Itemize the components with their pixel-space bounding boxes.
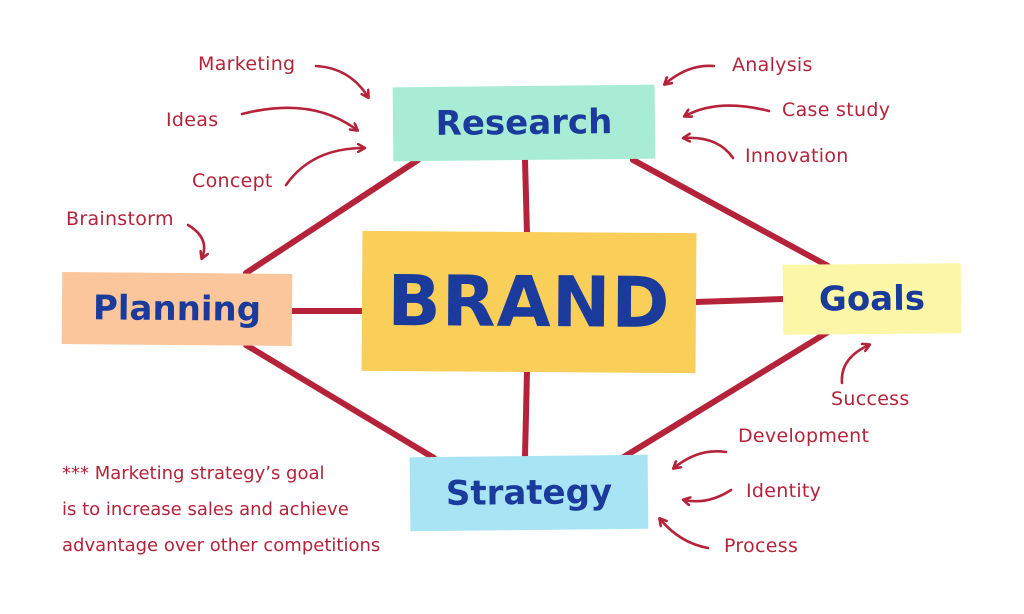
keyword-ideas: Ideas: [166, 109, 219, 131]
arrow-case-study: [685, 104, 771, 116]
node-brand: BRAND: [361, 230, 697, 374]
keyword-development: Development: [738, 425, 870, 447]
edge-goals-strategy: [619, 329, 831, 461]
arrow-success: [840, 345, 869, 385]
keyword-concept: Concept: [192, 170, 273, 192]
node-planning-label: Planning: [92, 288, 262, 330]
arrow-brainstorm: [186, 223, 204, 258]
node-strategy-label: Strategy: [445, 472, 613, 514]
keyword-marketing: Marketing: [198, 53, 296, 75]
footnote-line-3: advantage over other competitions: [62, 535, 381, 556]
arrow-ideas: [240, 106, 357, 130]
keyword-innovation: Innovation: [745, 145, 849, 167]
spoke-goals: [693, 296, 786, 305]
footnote-line-2: is to increase sales and achieve: [62, 499, 349, 520]
node-strategy: Strategy: [409, 454, 649, 532]
arrow-marketing: [314, 64, 368, 97]
keyword-brainstorm: Brainstorm: [66, 208, 174, 230]
node-research: Research: [392, 84, 656, 162]
arrow-innovation: [684, 138, 735, 160]
spoke-strategy: [522, 368, 530, 460]
spoke-research: [522, 157, 530, 237]
footnote: *** Marketing strategy’s goal is to incr…: [62, 456, 380, 564]
arrow-process: [660, 519, 710, 550]
edge-planning-strategy: [243, 342, 437, 461]
arrow-analysis: [665, 64, 716, 84]
arrow-concept: [284, 148, 364, 187]
keyword-case-study: Case study: [782, 99, 891, 121]
node-goals-label: Goals: [818, 278, 926, 320]
arrow-development: [674, 450, 728, 468]
footnote-line-1: *** Marketing strategy’s goal: [62, 463, 325, 484]
keyword-success: Success: [831, 388, 910, 410]
node-research-label: Research: [435, 102, 613, 144]
arrow-identity: [684, 488, 733, 501]
keyword-analysis: Analysis: [732, 54, 813, 76]
keyword-process: Process: [724, 535, 799, 557]
edge-research-planning: [243, 157, 421, 276]
node-brand-label: BRAND: [387, 260, 671, 344]
keyword-identity: Identity: [746, 480, 822, 502]
node-goals: Goals: [782, 263, 962, 335]
node-planning: Planning: [61, 271, 293, 347]
edge-research-goals: [630, 157, 831, 269]
